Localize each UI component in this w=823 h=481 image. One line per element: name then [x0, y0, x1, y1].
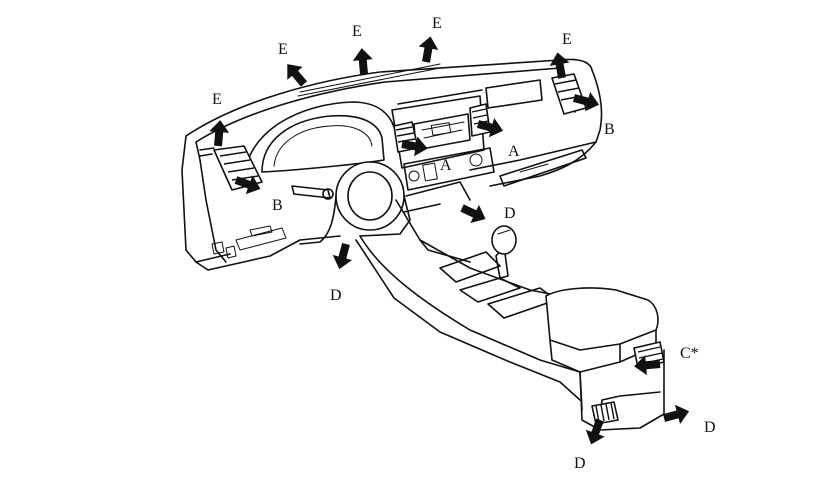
- vent-right-outer: [551, 73, 587, 115]
- center-stack: [391, 79, 587, 191]
- label-c-rear: C*: [680, 345, 699, 362]
- vent-floor-rear: [591, 401, 619, 425]
- label-e-right: E: [562, 31, 572, 48]
- label-e-top-center: E: [352, 23, 362, 40]
- vent-center-right: [469, 103, 491, 137]
- arrow-e-top-right: [416, 34, 441, 64]
- arrow-d-left-floor: [329, 241, 356, 272]
- vent-left-outer: [199, 145, 263, 191]
- label-b-right: B: [604, 121, 615, 138]
- label-d-rear-down: D: [574, 455, 586, 472]
- arrow-d-rear-right: [661, 401, 692, 428]
- label-d-center: D: [504, 205, 516, 222]
- label-d-rear-right: D: [704, 419, 716, 436]
- arrow-d-center: [457, 198, 490, 229]
- instrument-cluster: [243, 101, 397, 179]
- label-d-left-floor: D: [330, 287, 342, 304]
- steering-column: [291, 161, 411, 245]
- label-e-top-right: E: [432, 15, 442, 32]
- label-a-right: A: [508, 143, 520, 160]
- label-a-center: A: [440, 157, 452, 174]
- arrow-e-top-center: [351, 47, 374, 75]
- label-b-left: B: [272, 197, 283, 214]
- label-e-left: E: [212, 91, 222, 108]
- label-e-top-left: E: [278, 41, 288, 58]
